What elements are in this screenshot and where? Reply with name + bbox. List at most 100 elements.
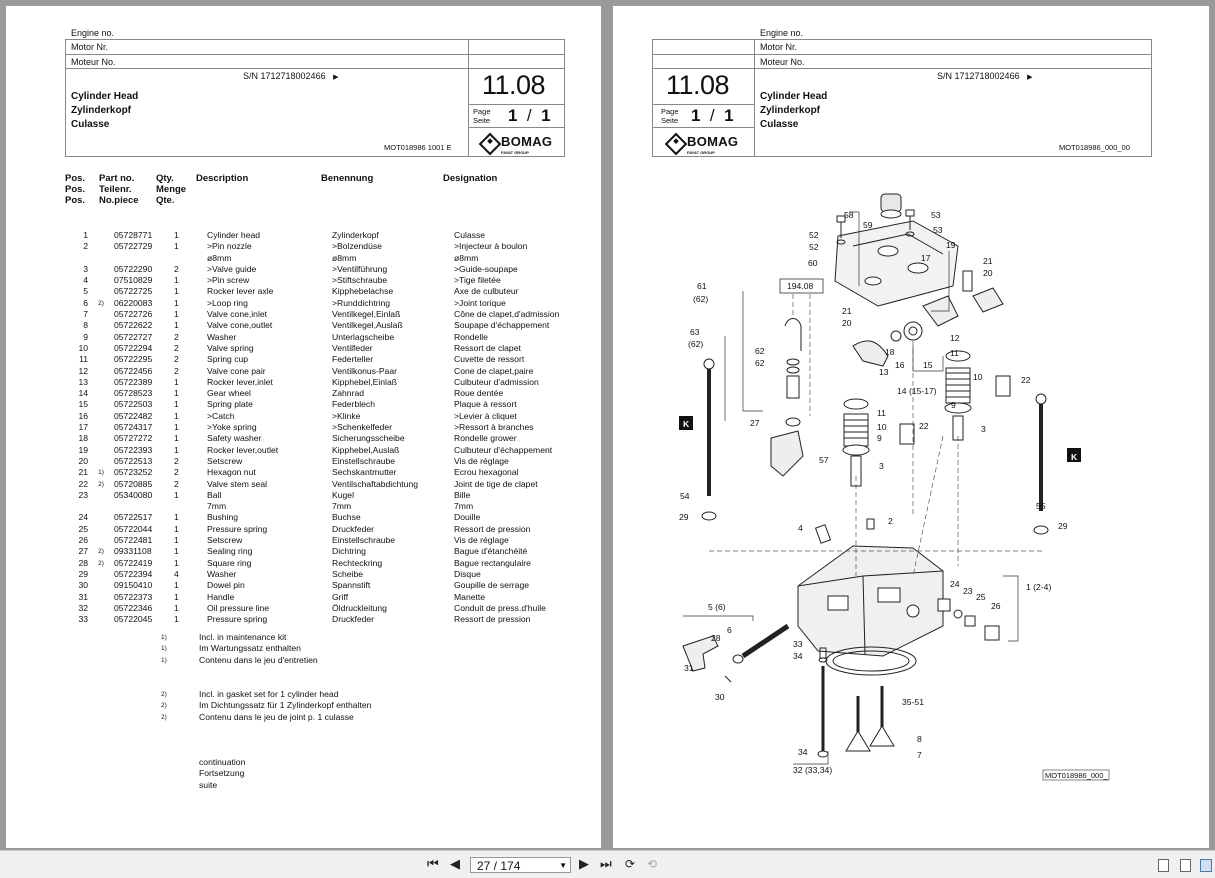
cell-desc: Gear wheel [207, 388, 251, 399]
prev-page-button[interactable]: ◀ [450, 856, 460, 871]
cell-note [88, 501, 114, 512]
cell-pos: 12 [78, 365, 88, 376]
cell-qty [174, 501, 207, 512]
diagram-callout: 4 [798, 523, 803, 533]
cell-note [88, 603, 114, 614]
cell-note [88, 592, 114, 603]
diagram-callout: 60 [808, 258, 818, 268]
next-page-button[interactable]: ▶ [579, 856, 589, 871]
cell-ben: Kugel [332, 489, 354, 500]
cell-qty: 1 [174, 591, 179, 602]
cell-qty: 1 [174, 309, 179, 320]
page-number-field[interactable]: 27 / 174 ▼ [470, 857, 571, 873]
cell-note [88, 241, 114, 252]
cell-des: Goupille de serrage [454, 580, 530, 591]
engine-no-label: Engine no. [760, 28, 804, 38]
col-pos-header: Pos.Pos.Pos. [65, 173, 86, 206]
cell-ben: Rechteckring [332, 557, 383, 568]
cell-ben: Spannstift [332, 580, 371, 591]
cell-ben: Zahnrad [332, 388, 365, 399]
engine-no-label: Engine no. [71, 28, 115, 38]
two-page-view-icon[interactable] [1200, 859, 1212, 872]
col-desc-header: Description [196, 173, 249, 184]
diagram-callout: 11 [877, 408, 886, 418]
cell-pos: 19 [78, 444, 88, 455]
cell-desc: Hexagon nut [207, 467, 256, 478]
cell-des: Bille [454, 489, 471, 500]
cell-des: Vis de réglage [454, 535, 509, 546]
cell-qty: 2 [174, 478, 179, 489]
cell-pos [66, 501, 88, 512]
cell-note [88, 286, 114, 297]
diagram-callout: 30 [715, 692, 725, 702]
diagram-callout: 22 [919, 421, 929, 431]
cell-part: 05722044 [114, 523, 153, 534]
cell-qty: 1 [174, 580, 179, 591]
cell-part: 05722726 [114, 309, 153, 320]
cell-des: Rondelle [454, 331, 488, 342]
cell-part: 05722729 [114, 241, 153, 252]
continuous-view-icon[interactable] [1180, 859, 1191, 872]
cell-ben: Öldruckleitung [332, 602, 387, 613]
cell-ben: Kipphebel,Einlaß [332, 376, 397, 387]
cell-des: Ressort de pression [454, 614, 531, 625]
cell-note [88, 343, 114, 354]
cell-desc: Pressure spring [207, 523, 268, 534]
cell-ben: Kipphebelachse [332, 286, 394, 297]
cell-part: 05722389 [114, 376, 153, 387]
footnote-2: 2)Incl. in gasket set for 1 cylinder hea… [161, 689, 372, 722]
single-page-view-icon[interactable] [1158, 859, 1169, 872]
cell-qty: 1 [174, 320, 179, 331]
cell-note [88, 614, 114, 625]
cell-qty: 1 [174, 512, 179, 523]
diagram-callout: 52 [809, 230, 819, 240]
rotate-clockwise-icon[interactable]: ⟳ [625, 857, 636, 871]
last-page-button[interactable]: ⏭ [600, 856, 612, 871]
motor-nr-label: Motor Nr. [760, 42, 798, 52]
diagram-callout: 20 [842, 318, 852, 328]
cell-pos: 21 [78, 467, 88, 478]
cell-pos: 10 [78, 342, 88, 353]
cell-qty: 2 [174, 342, 179, 353]
cell-desc: Oil pressure line [207, 602, 270, 613]
cell-ben: Ventilkonus-Paar [332, 365, 397, 376]
diagram-callout: 62 [755, 346, 765, 356]
diagram-callout: 31 [684, 663, 694, 673]
first-page-button[interactable]: ⏮ [427, 856, 439, 871]
diagram-callout: 8 [917, 734, 922, 744]
cell-note [88, 354, 114, 365]
cell-qty: 1 [174, 388, 179, 399]
title-fr: Culasse [760, 119, 799, 130]
dropdown-arrow-icon[interactable]: ▼ [559, 861, 567, 870]
diagram-callout: 9 [877, 433, 882, 443]
cell-desc: >Yoke spring [207, 422, 257, 433]
cell-note [88, 512, 114, 523]
bomag-diamond-icon [664, 132, 688, 156]
rotate-counterclockwise-icon[interactable]: ⟲ [647, 857, 658, 871]
doc-ref: MOT018986 1001 E [384, 143, 452, 152]
diagram-callout: 29 [679, 512, 689, 522]
cell-ben: Ventilkegel,Einlaß [332, 309, 401, 320]
diagram-callout: 11 [950, 348, 959, 358]
cell-pos: 6 [83, 297, 88, 308]
cell-desc: Valve spring [207, 342, 254, 353]
diagram-callout: 14 (15-17) [897, 386, 937, 396]
cell-pos: 26 [78, 535, 88, 546]
cell-part: 05724317 [114, 422, 153, 433]
cell-ben: Griff [332, 591, 349, 602]
cell-qty: 4 [174, 568, 179, 579]
